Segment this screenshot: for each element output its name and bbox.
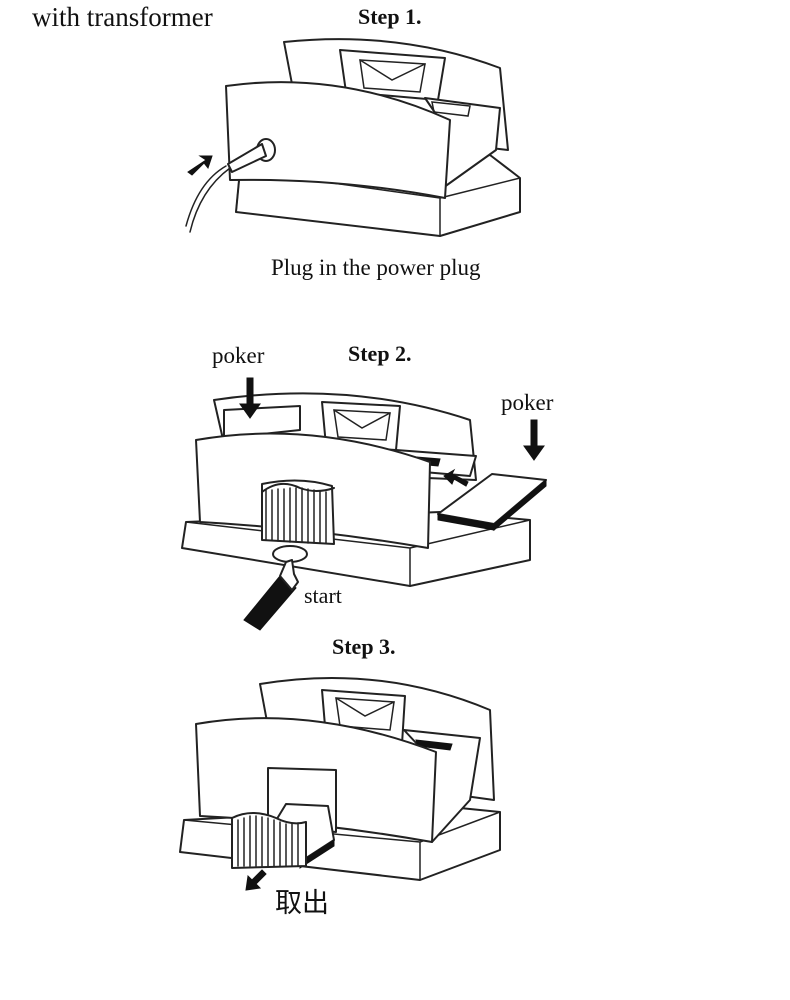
step3-card-stack <box>231 812 307 869</box>
step2-card-stack <box>261 482 335 544</box>
step3-title: Step 3. <box>332 634 396 659</box>
step2-label-poker-left: poker <box>212 343 265 368</box>
step1-title: Step 1. <box>358 4 422 29</box>
step2-label-poker-right: poker <box>501 390 554 415</box>
step1-shuffler-illustration <box>185 38 521 237</box>
header-subtitle: with transformer <box>32 2 213 32</box>
step2-title: Step 2. <box>348 341 412 366</box>
step2-shuffler-illustration <box>181 377 547 631</box>
step2-label-start: start <box>304 583 342 608</box>
step1-caption: Plug in the power plug <box>271 255 481 280</box>
step3-shuffler-illustration <box>179 676 501 891</box>
step3-label-out: 取出 <box>275 888 329 919</box>
